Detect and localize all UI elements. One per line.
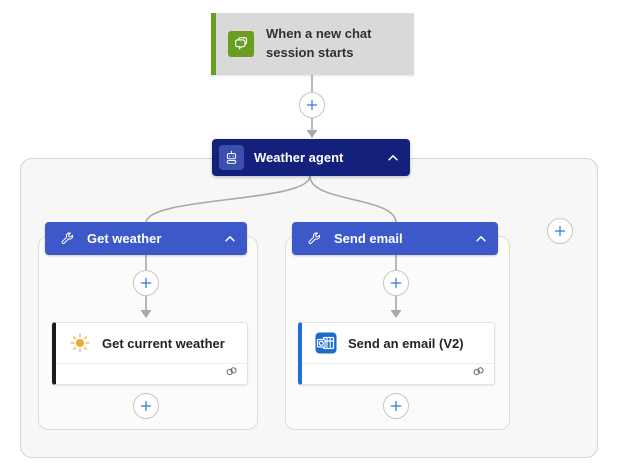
action-card-main: Send an email (V2) — [302, 323, 494, 363]
chevron-up-icon[interactable] — [382, 147, 404, 169]
branch-header-get-weather[interactable]: Get weather — [45, 222, 247, 255]
action-card-footer — [302, 363, 494, 384]
sun-icon — [68, 331, 92, 355]
wrench-icon — [59, 231, 75, 247]
action-card-send-an-email-v2[interactable]: Send an email (V2) — [298, 322, 495, 385]
trigger-title: When a new chat session starts — [266, 26, 372, 60]
insert-step-button-get-weather[interactable] — [133, 270, 159, 296]
chevron-up-icon[interactable] — [470, 228, 492, 250]
trigger-card[interactable]: When a new chat session starts — [211, 13, 414, 75]
insert-step-button-trigger-agent[interactable] — [299, 92, 325, 118]
insert-step-button-send-email[interactable] — [383, 270, 409, 296]
branch-title: Send email — [334, 231, 403, 246]
action-card-get-current-weather[interactable]: Get current weather — [52, 322, 248, 385]
bot-icon — [219, 145, 244, 170]
arrowhead-agent — [306, 130, 318, 138]
add-tool-button[interactable] — [547, 218, 573, 244]
agent-title: Weather agent — [254, 150, 344, 165]
add-action-button-get-weather[interactable] — [133, 393, 159, 419]
action-title: Send an email (V2) — [348, 335, 464, 351]
branch-header-send-email[interactable]: Send email — [292, 222, 498, 255]
add-action-button-send-email[interactable] — [383, 393, 409, 419]
branch-title: Get weather — [87, 231, 162, 246]
action-title: Get current weather — [102, 335, 225, 351]
chevron-up-icon[interactable] — [219, 228, 241, 250]
connection-icon[interactable] — [224, 364, 239, 384]
action-card-main: Get current weather — [56, 323, 247, 363]
chat-icon — [228, 31, 254, 57]
action-card-footer — [56, 363, 247, 384]
outlook-icon — [314, 331, 338, 355]
wrench-icon — [306, 231, 322, 247]
agent-node[interactable]: Weather agent — [212, 139, 410, 176]
connection-icon[interactable] — [471, 364, 486, 384]
